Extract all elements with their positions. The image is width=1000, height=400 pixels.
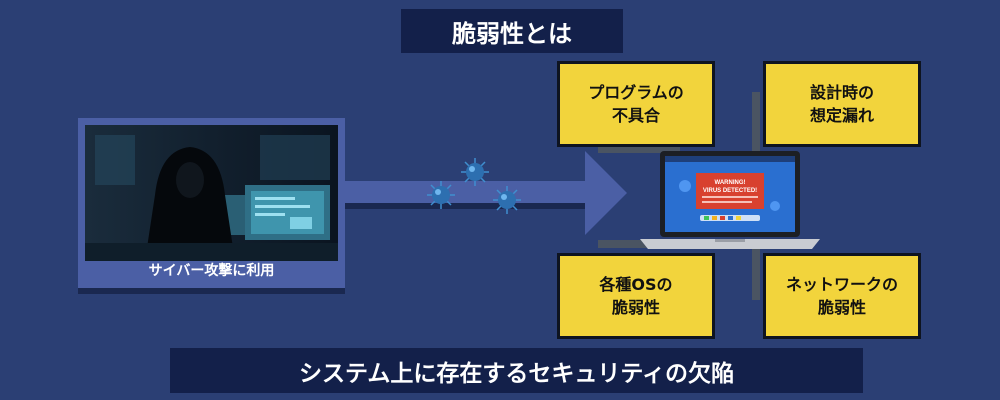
virus-icon bbox=[461, 158, 489, 186]
arrow-head bbox=[585, 151, 627, 235]
page-title: 脆弱性とは bbox=[401, 9, 623, 53]
virus-alert-title: WARNING! bbox=[715, 180, 746, 186]
virus-icon bbox=[427, 181, 455, 209]
laptop-icon: WARNING! VIRUS DETECTED! bbox=[640, 151, 820, 251]
connector-line bbox=[752, 240, 760, 300]
connector-line bbox=[598, 145, 680, 153]
cause-box-program-bug: プログラムの 不具合 bbox=[557, 61, 715, 147]
connector-line bbox=[752, 92, 760, 152]
attacker-label: サイバー攻撃に利用 bbox=[148, 263, 275, 279]
cause-box-network-vulnerability: ネットワークの 脆弱性 bbox=[763, 253, 921, 339]
cause-box-os-vulnerability: 各種OSの 脆弱性 bbox=[557, 253, 715, 339]
arrow-shadow bbox=[345, 203, 590, 209]
virus-icon bbox=[493, 186, 521, 214]
connector-line bbox=[598, 240, 680, 248]
definition-banner: システム上に存在するセキュリティの欠陥 bbox=[170, 348, 863, 393]
hacker-image bbox=[85, 125, 338, 261]
attacker-panel: サイバー攻撃に利用 bbox=[78, 118, 345, 288]
virus-alert-subtitle: VIRUS DETECTED! bbox=[703, 188, 757, 194]
attack-arrow bbox=[345, 181, 590, 203]
cause-box-design-oversight: 設計時の 想定漏れ bbox=[763, 61, 921, 147]
